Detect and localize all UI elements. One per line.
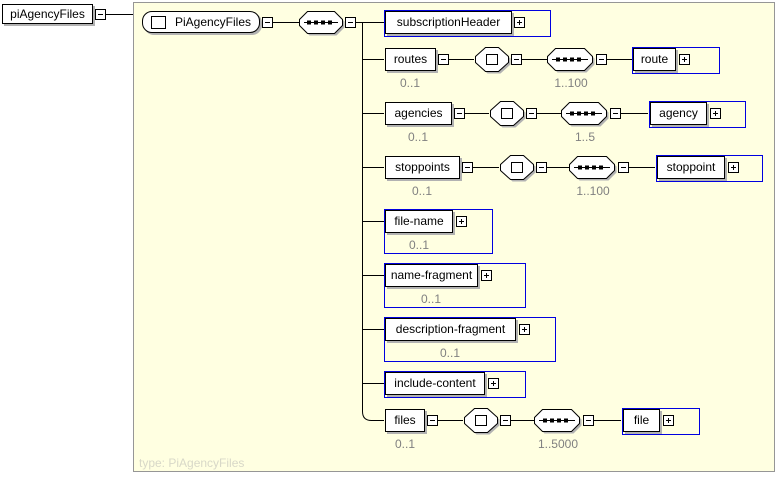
element-route[interactable]: route bbox=[633, 48, 676, 71]
element-subscriptionHeader[interactable]: subscriptionHeader bbox=[385, 11, 512, 34]
element-include-content[interactable]: include-content bbox=[385, 372, 485, 395]
sequence-icon-stoppoints[interactable] bbox=[569, 156, 617, 181]
model-frame-subscriptionHeader bbox=[384, 10, 551, 37]
element-agency[interactable]: agency bbox=[650, 102, 707, 125]
collapse-toggle-PiAgencyFiles[interactable] bbox=[262, 17, 273, 28]
element-name-fragment[interactable]: name-fragment bbox=[385, 264, 478, 287]
collapse-toggle-files-type[interactable] bbox=[500, 415, 511, 426]
element-piAgencyFiles[interactable]: piAgencyFiles bbox=[2, 4, 93, 24]
expand-toggle-include-content[interactable] bbox=[488, 378, 499, 389]
model-frame-file-name bbox=[384, 209, 493, 254]
collapse-toggle-agencies[interactable] bbox=[454, 108, 465, 119]
cardinality-stoppoints: 0..1 bbox=[411, 184, 432, 198]
sequence-icon-agencies[interactable] bbox=[561, 102, 609, 127]
expand-toggle-agency[interactable] bbox=[710, 108, 721, 119]
collapse-toggle-piAgencyFiles[interactable] bbox=[95, 9, 106, 20]
complex-type-icon-files[interactable] bbox=[464, 408, 500, 435]
element-files[interactable]: files bbox=[385, 409, 425, 432]
expand-toggle-subscriptionHeader[interactable] bbox=[514, 17, 525, 28]
element-stoppoints[interactable]: stoppoints bbox=[385, 156, 460, 179]
model-frame-stoppoint bbox=[656, 155, 763, 182]
model-frame-file bbox=[622, 408, 700, 435]
cardinality-description-fragment: 0..1 bbox=[439, 346, 460, 360]
expand-toggle-description-fragment[interactable] bbox=[519, 324, 530, 335]
collapse-toggle-routes[interactable] bbox=[438, 54, 449, 65]
element-label: PiAgencyFiles bbox=[174, 15, 251, 29]
collapse-toggle-stoppoints-type[interactable] bbox=[536, 162, 547, 173]
complex-content-icon bbox=[151, 15, 166, 29]
sequence-icon-routes[interactable] bbox=[547, 48, 595, 73]
expand-toggle-route[interactable] bbox=[679, 54, 690, 65]
collapse-toggle-agencies-type[interactable] bbox=[526, 108, 537, 119]
occurrence-routes: 1..100 bbox=[554, 76, 588, 90]
model-frame-include-content bbox=[384, 371, 526, 398]
expand-toggle-name-fragment[interactable] bbox=[481, 270, 492, 281]
occurrence-files: 1..5000 bbox=[537, 437, 579, 451]
collapse-toggle-files[interactable] bbox=[427, 415, 438, 426]
type-watermark: type: PiAgencyFiles bbox=[139, 456, 245, 470]
collapse-toggle-stoppoints[interactable] bbox=[462, 162, 473, 173]
element-description-fragment[interactable]: description-fragment bbox=[385, 318, 516, 341]
complex-type-icon-stoppoints[interactable] bbox=[500, 155, 536, 182]
element-PiAgencyFiles[interactable]: PiAgencyFiles bbox=[142, 11, 260, 33]
collapse-toggle-agencies-sequence[interactable] bbox=[610, 108, 621, 119]
collapse-toggle-stoppoints-sequence[interactable] bbox=[618, 162, 629, 173]
element-file-name[interactable]: file-name bbox=[385, 210, 453, 233]
model-frame-agency bbox=[649, 101, 746, 128]
element-file[interactable]: file bbox=[623, 409, 660, 432]
element-stoppoint[interactable]: stoppoint bbox=[657, 156, 725, 179]
sequence-icon-main[interactable] bbox=[299, 11, 345, 36]
cardinality-routes: 0..1 bbox=[399, 76, 420, 90]
collapse-toggle-routes-sequence[interactable] bbox=[596, 54, 607, 65]
occurrence-agencies: 1..5 bbox=[574, 130, 595, 144]
model-frame-description-fragment bbox=[384, 317, 556, 362]
model-frame-name-fragment bbox=[384, 263, 526, 308]
element-routes[interactable]: routes bbox=[385, 48, 436, 71]
expand-toggle-file[interactable] bbox=[663, 415, 674, 426]
complex-type-icon-routes[interactable] bbox=[475, 47, 511, 74]
complex-type-icon-agencies[interactable] bbox=[490, 101, 526, 128]
sequence-icon-files[interactable] bbox=[534, 409, 582, 434]
collapse-toggle-main-sequence[interactable] bbox=[345, 17, 356, 28]
collapse-toggle-routes-type[interactable] bbox=[511, 54, 522, 65]
cardinality-files: 0..1 bbox=[394, 437, 415, 451]
expand-toggle-stoppoint[interactable] bbox=[728, 162, 739, 173]
cardinality-agencies: 0..1 bbox=[407, 130, 428, 144]
model-frame-route bbox=[632, 47, 720, 74]
element-agencies[interactable]: agencies bbox=[385, 102, 452, 125]
occurrence-stoppoints: 1..100 bbox=[576, 184, 610, 198]
cardinality-file-name: 0..1 bbox=[408, 238, 429, 252]
expand-toggle-file-name[interactable] bbox=[456, 216, 467, 227]
cardinality-name-fragment: 0..1 bbox=[420, 292, 441, 306]
collapse-toggle-files-sequence[interactable] bbox=[583, 415, 594, 426]
